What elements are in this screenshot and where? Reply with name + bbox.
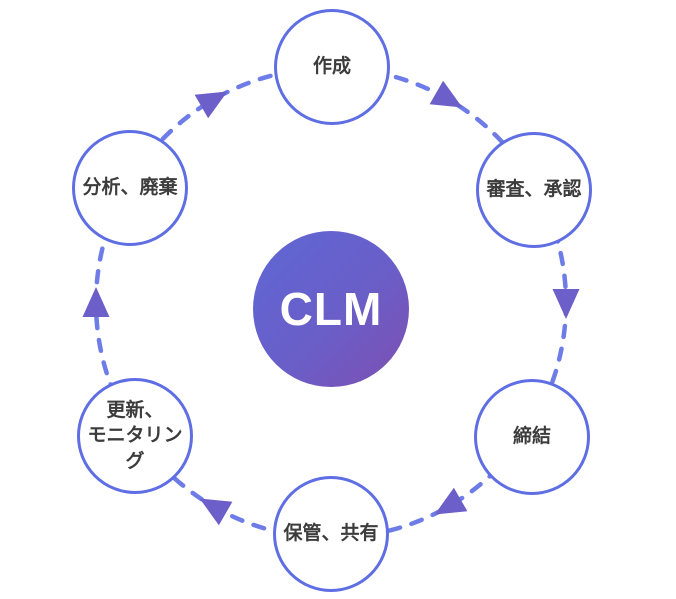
node-storage-sharing: 保管、共有 bbox=[273, 476, 389, 592]
center-clm-label: CLM bbox=[279, 283, 383, 335]
node-storage-sharing-label: 保管、共有 bbox=[283, 523, 379, 545]
node-update-monitoring-label: 更新、 モニタリング bbox=[87, 399, 183, 472]
node-conclusion: 締結 bbox=[474, 379, 590, 495]
node-create-label: 作成 bbox=[312, 56, 351, 78]
arrow-analysis-to-create-icon bbox=[194, 91, 228, 119]
node-review-approval-label: 審査、承認 bbox=[486, 179, 582, 201]
arrow-review-to-conclusion-icon bbox=[552, 289, 580, 319]
arrow-conclusion-to-storage-icon bbox=[434, 487, 468, 515]
node-conclusion-label: 締結 bbox=[512, 426, 551, 448]
node-review-approval: 審査、承認 bbox=[476, 132, 592, 248]
arrow-update-to-analysis-icon bbox=[82, 287, 110, 317]
node-create: 作成 bbox=[274, 9, 390, 125]
arrow-storage-to-update-icon bbox=[199, 498, 233, 526]
arrow-create-to-review-icon bbox=[429, 80, 463, 108]
node-update-monitoring: 更新、 モニタリング bbox=[77, 378, 193, 494]
center-clm-circle: CLM bbox=[253, 231, 409, 387]
node-analysis-disposal-label: 分析、廃棄 bbox=[82, 177, 178, 199]
node-analysis-disposal: 分析、廃棄 bbox=[72, 130, 188, 246]
